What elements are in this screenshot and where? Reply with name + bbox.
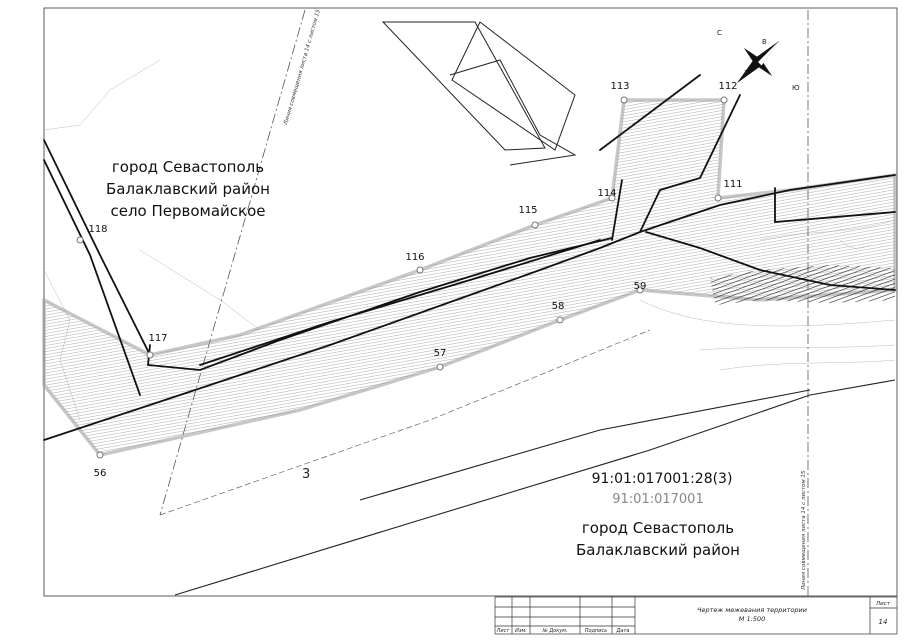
turning-point-label-113: 113 [610,81,629,92]
turning-point-58 [556,316,564,324]
turning-point-113 [620,96,628,104]
turning-point-112 [720,96,728,104]
place-label-bottom-right-2: Балаклавский район [576,541,740,559]
stamp-col-change: Изм. [515,628,527,634]
turning-point-117 [146,351,154,359]
turning-point-118 [76,236,84,244]
turning-point-116 [416,266,424,274]
lower-road-lines [174,379,896,596]
parcel-number-label: 91:01:017001:28(3) [592,471,733,487]
turning-point-label-59: 59 [634,281,647,292]
turning-point-59 [636,286,644,294]
zone-boundary-dashed [159,329,651,516]
title-block [494,596,898,635]
turning-point-57 [436,363,444,371]
compass-east: В [762,38,767,46]
compass-north: С [717,29,722,37]
turning-point-label-115: 115 [518,205,537,216]
compass-rose: С В Ю З [717,29,800,92]
sheet-header: Лист [875,601,891,607]
stamp-col-date: Дата [616,628,630,634]
drawing-scale: М 1:500 [739,615,765,623]
match-line-top [159,9,306,516]
turning-point-115 [531,221,539,229]
place-label-top-left-3: село Первомайское [110,202,265,220]
turning-point-label-58: 58 [552,301,565,312]
compass-south: Ю [792,84,800,92]
drawing-title: Чертеж межевания территории [697,606,807,614]
stamp-col-sheet: Лист [496,628,511,634]
stamp-col-doc: № Докум. [541,628,567,634]
road-lines [43,74,896,441]
compass-west: З [744,69,749,77]
turning-point-label-118: 118 [88,224,107,235]
zone-label: 3 [302,467,310,482]
place-label-top-left-1: город Севастополь [112,158,264,176]
place-label-bottom-right-1: город Севастополь [582,519,734,537]
turning-point-label-56: 56 [94,468,107,479]
turning-point-114 [608,194,616,202]
sheet-number: 14 [879,618,888,626]
quarter-number-label: 91:01:017001 [612,492,703,507]
turning-point-label-117: 117 [148,333,167,344]
turning-points: 56 57 58 59 111 112 113 114 115 116 117 118 [76,81,743,479]
turning-point-56 [96,451,104,459]
dark-hatched-area [710,265,895,305]
turning-point-label-114: 114 [597,188,616,199]
turning-point-label-112: 112 [718,81,737,92]
turning-point-label-57: 57 [434,348,447,359]
turning-point-label-116: 116 [405,252,424,263]
stamp-col-signature: Подпись [585,628,608,634]
match-line-right-label: Линия совмещения листа 14 с листом 15 [801,470,807,591]
turning-point-label-111: 111 [723,179,742,190]
building-outlines [381,21,577,166]
place-label-top-left-2: Балаклавский район [106,180,270,198]
turning-point-111 [714,194,722,202]
